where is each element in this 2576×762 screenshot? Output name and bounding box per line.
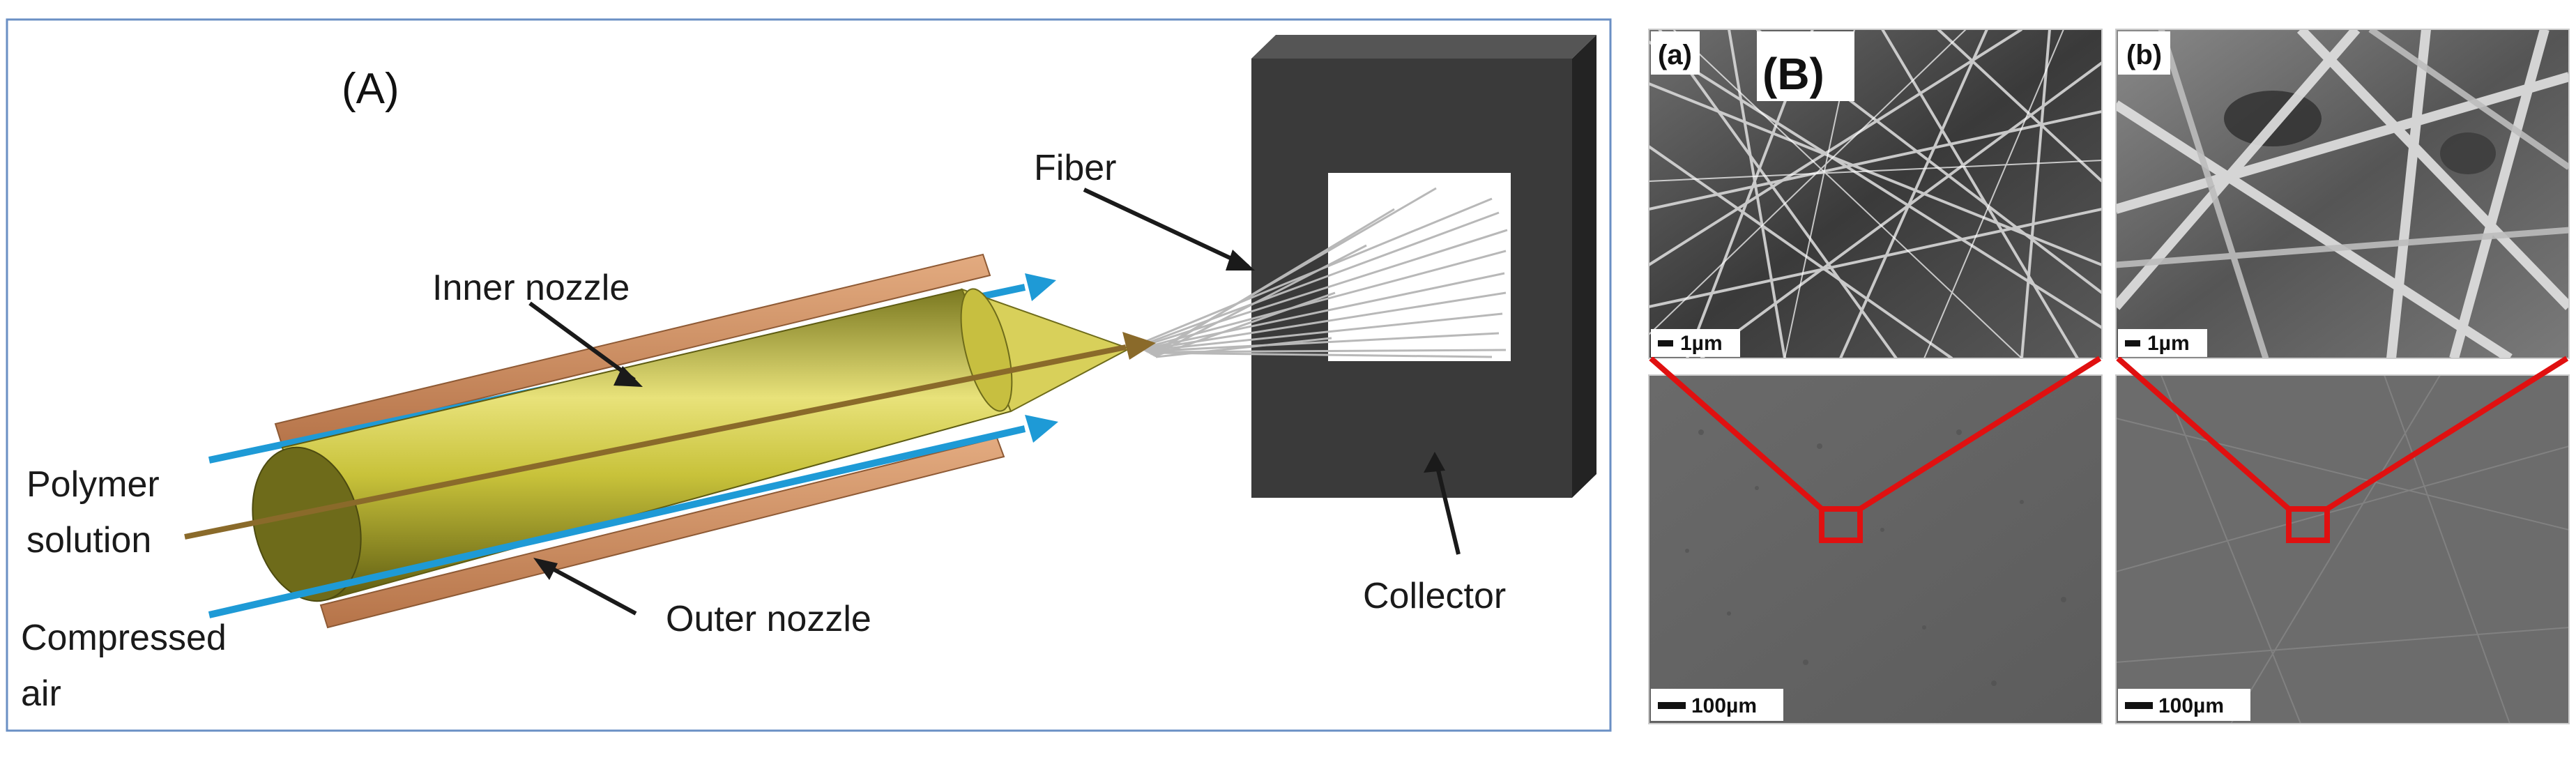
sem-a-high-frame: [1648, 29, 2103, 359]
label-fiber: Fiber: [1034, 148, 1116, 188]
sem-a-low-mag: [1649, 375, 2102, 724]
sem-b-low-mag: [2116, 375, 2569, 724]
air-arrowhead-bottom: [1025, 415, 1058, 443]
label-inner-nozzle: Inner nozzle: [432, 268, 630, 308]
svg-text:1µm: 1µm: [1680, 332, 1723, 355]
sem-a-low-frame: [1648, 374, 2103, 724]
fiber-strands: [1136, 187, 1508, 358]
scale-a-top: 1µm: [1651, 329, 1740, 357]
label-polymer-solution-2: solution: [26, 520, 151, 561]
scale-b-top: 1µm: [2118, 329, 2207, 357]
sem-b-high-frame: [2115, 29, 2570, 359]
air-arrowhead-top: [1025, 273, 1056, 301]
zoom-lines: [1649, 356, 2569, 543]
nozzle-assembly: [184, 253, 1156, 629]
scale-a-bottom: 100µm: [1651, 689, 1783, 721]
collector-top: [1251, 35, 1596, 59]
sem-b-label-bg: [2118, 31, 2170, 75]
annotation-arrows: [528, 188, 1461, 616]
polymer-line: [184, 344, 1127, 540]
label-collector: Collector: [1363, 576, 1506, 616]
sem-a-high-mag: [1649, 29, 2102, 358]
outer-nozzle-bottom: [319, 436, 1005, 629]
sem-b-label: (b): [2126, 40, 2162, 70]
svg-text:1µm: 1µm: [2147, 332, 2190, 355]
label-polymer-solution-1: Polymer: [26, 464, 160, 505]
sem-a-label-bg: [1651, 31, 1700, 75]
inner-nozzle-tip-rim: [960, 288, 1013, 412]
scale-b-bottom: 100µm: [2118, 689, 2250, 721]
svg-text:100µm: 100µm: [1691, 694, 1757, 717]
panel-b-label: (B): [1762, 49, 1824, 99]
polymer-arrowhead: [1122, 332, 1156, 360]
panel-b-label-bg: [1757, 31, 1854, 101]
svg-text:100µm: 100µm: [2158, 694, 2224, 717]
air-arrow-bottom: [208, 425, 1026, 618]
panel-a-label: (A): [342, 65, 399, 113]
inner-nozzle-end: [252, 446, 362, 602]
sem-a-label: (a): [1658, 40, 1692, 70]
collector-side: [1572, 35, 1596, 498]
label-outer-nozzle: Outer nozzle: [666, 599, 871, 639]
label-compressed-air-2: air: [21, 673, 61, 714]
outer-nozzle-top: [274, 253, 991, 448]
sem-b-low-frame: [2115, 374, 2570, 724]
label-compressed-air-1: Compressed: [21, 618, 227, 658]
sem-b-high-mag: [2116, 29, 2569, 358]
